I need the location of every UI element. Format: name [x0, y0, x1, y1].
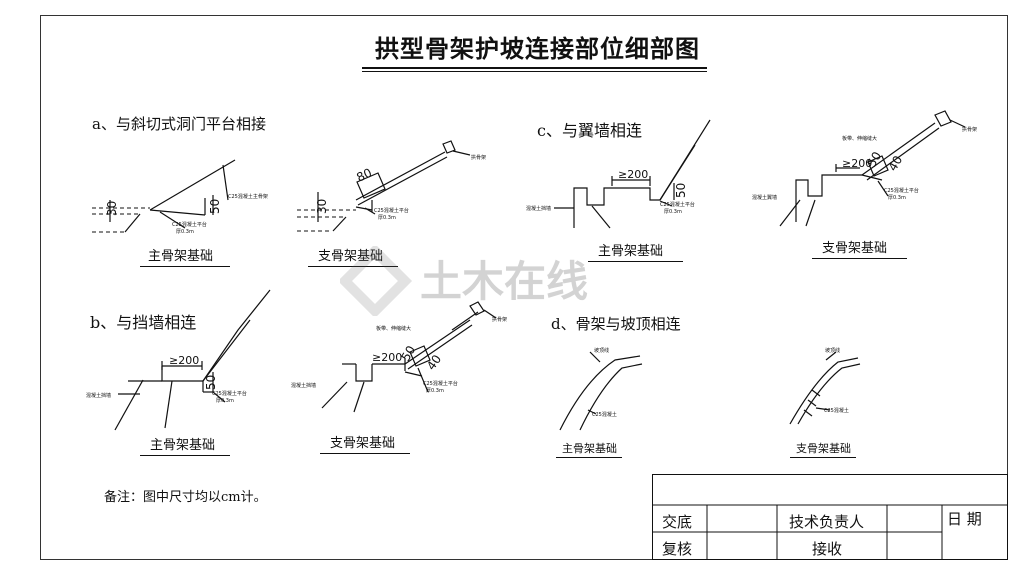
- dim-50-c: 50: [674, 183, 688, 198]
- caption-b-main-rule: [140, 455, 230, 456]
- label-c25-platform-b-branch: C25混凝土平台: [423, 380, 458, 387]
- caption-d-main: 主骨架基础: [562, 442, 617, 455]
- label-c25-platform-a-branch: C25混凝土平台: [374, 207, 409, 214]
- caption-d-main-rule: [556, 457, 622, 458]
- label-groove-b: 板带、伸缩缝大: [376, 325, 411, 332]
- detail-c-branch: ≥200 50 40 板带、伸缩缝大 拱骨架 混凝土翼墙 C25混凝土平台 厚0…: [752, 110, 977, 227]
- label-crest-d-branch: 坡顶线: [825, 347, 840, 354]
- detail-b-branch: ≥200 50 40 板带、伸缩缝大 拱骨架 混凝土挡墙 C25混凝土平台 厚0…: [291, 301, 507, 413]
- watermark-logo-icon: 土木在线: [337, 243, 588, 319]
- watermark: 土木在线: [337, 243, 690, 320]
- detail-a-main: 30 50 C25混凝土主骨架 C25混凝土平台 厚0.3m: [92, 159, 268, 235]
- title-underline: [362, 67, 707, 69]
- caption-a-branch-rule: [308, 266, 398, 267]
- label-c25-platform-b: C25混凝土平台: [212, 390, 247, 397]
- dim-ge200-b: ≥200: [169, 354, 199, 367]
- label-branch-frame-b: 拱骨架: [492, 316, 507, 323]
- titleblock-accept: 接收: [812, 540, 843, 558]
- dim-40-c-branch: 40: [885, 153, 905, 173]
- detail-a-branch: 30 80 拱骨架 C25混凝土平台 厚0.3m: [297, 140, 486, 232]
- dim-50-c-branch: 50: [864, 149, 884, 169]
- dim-50-b-branch: 50: [398, 343, 418, 363]
- section-a-heading: a、与斜切式洞门平台相接: [92, 115, 266, 133]
- label-c25-main-frame: C25混凝土主骨架: [228, 193, 268, 200]
- remark-note: 备注：图中尺寸均以cm计。: [104, 490, 267, 505]
- titleblock-recheck: 复核: [662, 540, 693, 558]
- caption-a-main-rule: [140, 266, 230, 267]
- dim-80-a-branch: 80: [354, 166, 374, 185]
- watermark-text: 土木在线: [420, 257, 588, 306]
- label-groove-c: 板带、伸缩缝大: [842, 135, 877, 142]
- dim-ge200-c-branch: ≥200: [842, 157, 872, 170]
- dim-50-b: 50: [204, 375, 218, 390]
- label-thick-b: 厚0.3m: [216, 398, 234, 404]
- label-thick-c: 厚0.3m: [664, 209, 682, 215]
- label-thick-b-branch: 厚0.3m: [426, 388, 444, 394]
- label-thick-c-branch: 厚0.3m: [888, 195, 906, 201]
- drawing-frame: [40, 15, 1008, 560]
- section-b-heading: b、与挡墙相连: [90, 313, 197, 332]
- detail-b-main: ≥200 50 混凝土挡墙 C25混凝土平台 厚0.3m: [86, 289, 271, 431]
- label-c25-platform-c-branch: C25混凝土平台: [884, 187, 919, 194]
- label-wall-conc-c: 混凝土挡墙: [526, 205, 551, 212]
- caption-c-main: 主骨架基础: [598, 244, 664, 259]
- section-d-heading: d、骨架与坡顶相连: [551, 315, 681, 333]
- caption-b-branch: 支骨架基础: [330, 436, 396, 451]
- titleblock-date: 日 期: [947, 510, 982, 528]
- label-c25-d: C25混凝土: [592, 411, 617, 418]
- title-underline-thin: [362, 71, 707, 72]
- drawing-title: 拱型骨架护坡连接部位细部图: [375, 34, 700, 63]
- caption-c-main-rule: [588, 261, 683, 262]
- label-crest-d: 坡顶线: [594, 347, 609, 354]
- label-thick-a-branch: 厚0.3m: [378, 215, 396, 221]
- label-wall-conc-b-branch: 混凝土挡墙: [291, 382, 316, 389]
- caption-d-branch-rule: [790, 457, 856, 458]
- label-c25-d-branch: C25混凝土: [824, 407, 849, 414]
- detail-c-main: ≥200 50 混凝土挡墙 C25混凝土平台 厚0.3m: [526, 119, 711, 229]
- dim-30-a-branch: 30: [315, 199, 329, 214]
- titleblock-handover: 交底: [662, 513, 693, 531]
- caption-d-branch: 支骨架基础: [796, 442, 851, 455]
- titleblock-tech-lead: 技术负责人: [789, 513, 865, 531]
- dim-30-a: 30: [105, 201, 119, 216]
- section-c-heading: c、与翼墙相连: [537, 121, 642, 140]
- label-thick-a: 厚0.3m: [176, 229, 194, 235]
- caption-b-branch-rule: [320, 453, 410, 454]
- title-block-grid: [652, 474, 1008, 560]
- detail-d-main: 坡顶线 C25混凝土: [559, 347, 643, 431]
- detail-d-branch: 坡顶线 C25混凝土: [789, 347, 861, 425]
- caption-c-branch: 支骨架基础: [822, 241, 888, 256]
- title-block: 交底 复核 技术负责人 接收 日 期: [652, 474, 1008, 560]
- dim-ge200-b-branch: ≥200: [372, 351, 402, 364]
- label-c25-platform-a: C25混凝土平台: [172, 221, 207, 228]
- label-branch-frame-c: 拱骨架: [962, 126, 977, 133]
- label-wall-conc-b: 混凝土挡墙: [86, 392, 111, 399]
- dim-ge200-c: ≥200: [618, 168, 648, 181]
- label-wall-wing-c: 混凝土翼墙: [752, 194, 777, 201]
- caption-a-main: 主骨架基础: [148, 249, 214, 264]
- label-c25-platform-c: C25混凝土平台: [660, 201, 695, 208]
- caption-a-branch: 支骨架基础: [318, 249, 384, 264]
- dim-50-a: 50: [208, 199, 222, 214]
- label-branch-frame-a: 拱骨架: [471, 154, 486, 161]
- caption-b-main: 主骨架基础: [150, 438, 216, 453]
- caption-c-branch-rule: [812, 258, 907, 259]
